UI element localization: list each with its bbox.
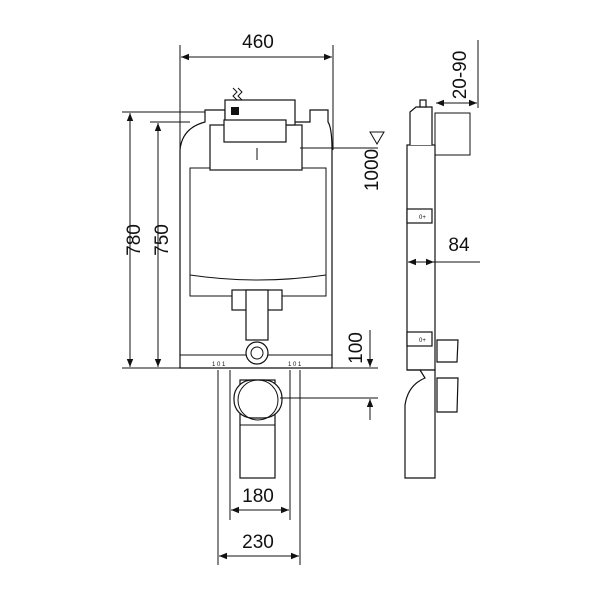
dim-label-750: 750 <box>152 224 173 256</box>
dim-label-230: 230 <box>242 532 274 553</box>
side-view: 0+ 0+ <box>404 99 471 479</box>
dimension-100: 100 <box>280 330 378 420</box>
dim-label-100: 100 <box>346 332 367 364</box>
dimension-84: 84 <box>408 235 480 266</box>
frame-label-right: 1 0 1 <box>288 362 302 368</box>
dim-label-84: 84 <box>448 235 470 256</box>
dimension-180-230: 180 230 <box>217 370 301 565</box>
dimension-1000: 1000 <box>300 131 385 191</box>
dim-label-180: 180 <box>242 486 274 507</box>
dim-label-780: 780 <box>124 224 145 256</box>
frame-label-left: 1 0 1 <box>212 362 226 368</box>
bracket-label-bottom: 0+ <box>419 338 426 344</box>
dim-label-460: 460 <box>242 32 274 53</box>
front-view: 1 0 1 1 0 1 <box>179 87 333 479</box>
dimension-460: 460 <box>179 32 334 150</box>
dim-label-20-90: 20-90 <box>450 51 471 100</box>
dimension-780-750: 780 750 <box>122 111 205 369</box>
dimension-20-90: 20-90 <box>436 40 479 108</box>
bracket-label-top: 0+ <box>419 215 426 221</box>
dim-label-1000: 1000 <box>362 149 383 191</box>
